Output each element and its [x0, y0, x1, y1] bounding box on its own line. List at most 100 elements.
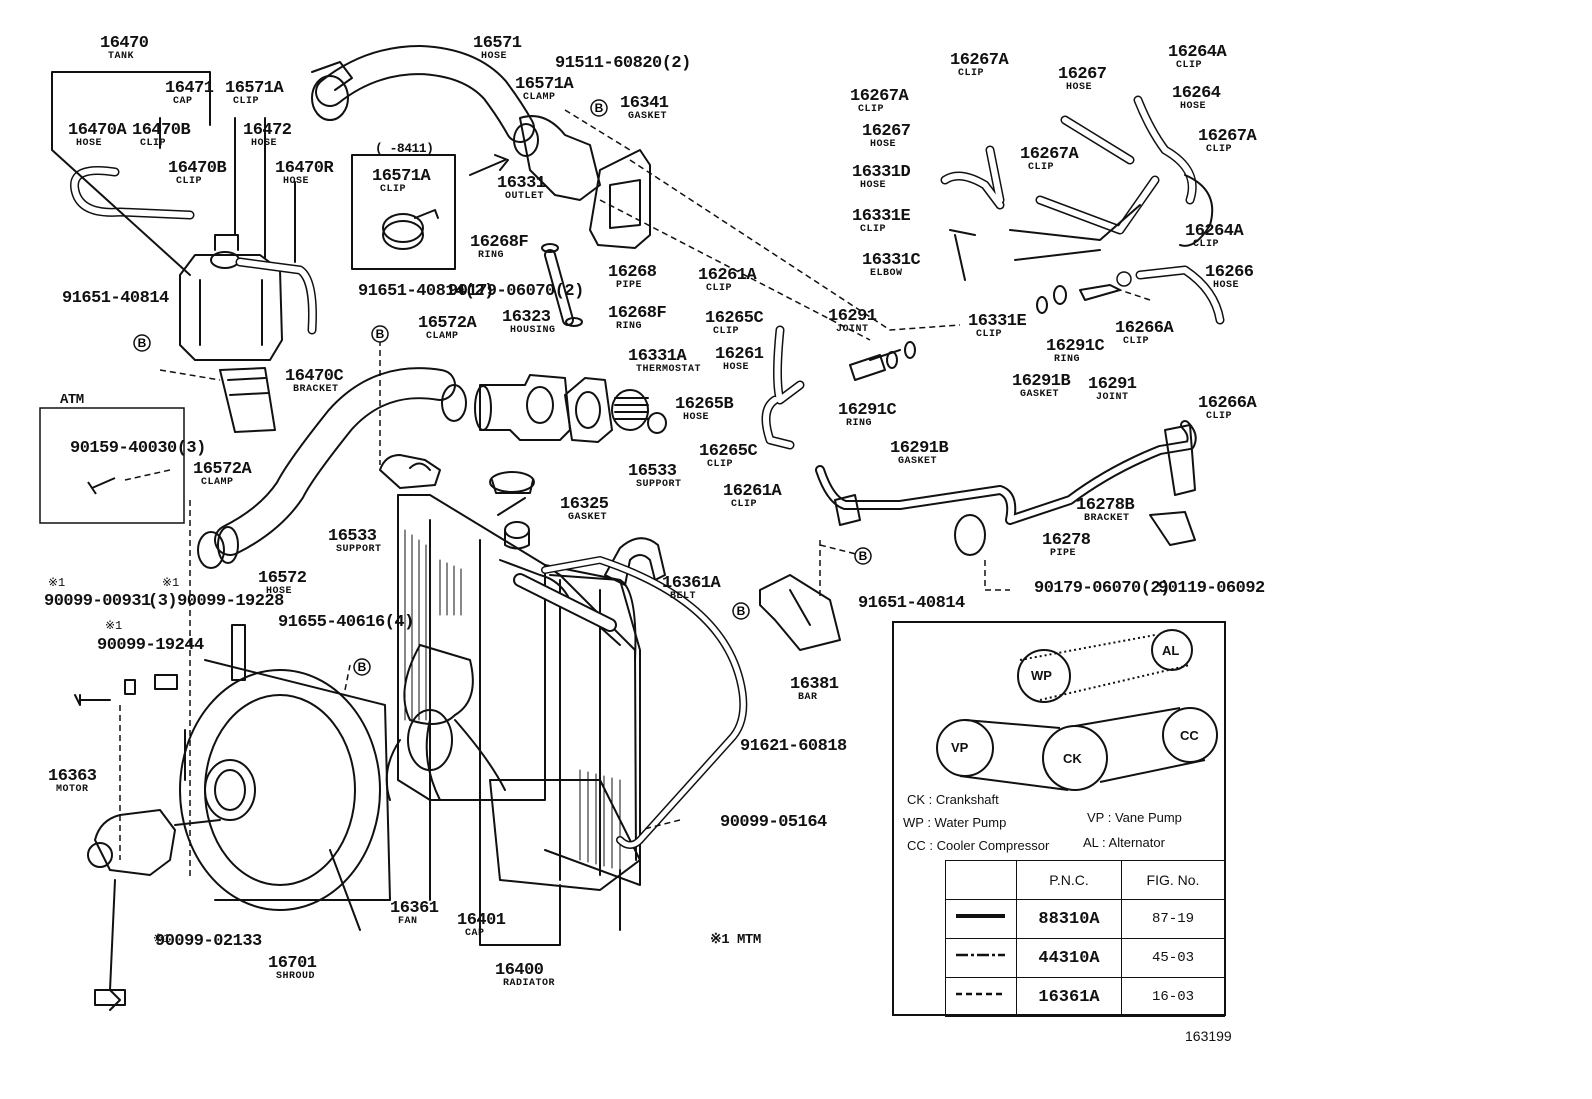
part-number: 16264A — [1185, 222, 1244, 241]
pulley-vp: VP — [951, 740, 969, 755]
part-number: 16278 — [1042, 531, 1091, 550]
part-description: CLIP — [1206, 411, 1233, 422]
part-number: 91511-60820(2) — [555, 54, 691, 73]
radiator-fins — [404, 529, 621, 871]
part-number: 16571 — [473, 34, 522, 53]
part-number: 16331D — [852, 163, 911, 182]
part-description: BELT — [670, 591, 697, 602]
part-description: HOSE — [683, 412, 710, 423]
part-description: BAR — [798, 692, 818, 703]
reference-table: P.N.C. FIG. No. 88310A 87-19 44310A 45-0… — [945, 860, 1225, 1017]
ref-marker-3: B — [371, 325, 389, 343]
part-number: (3)90099-19228 — [148, 592, 284, 611]
table-cell-fig: 16-03 — [1121, 977, 1225, 1017]
part-label-90099-00931: 90099-00931 — [44, 593, 151, 610]
part-description: JOINT — [836, 324, 869, 335]
ref-marker-1: B — [133, 334, 151, 352]
ref-marker-7 — [1116, 271, 1132, 287]
part-number: 16331 — [497, 174, 546, 193]
legend-vp: VP : Vane Pump — [1087, 810, 1182, 825]
part-description: HOSE — [870, 139, 897, 150]
part-label-90119-06092: 90119-06092 — [1158, 580, 1265, 597]
part-description: CLIP — [1206, 144, 1233, 155]
table-row: 16361A 16-03 — [945, 977, 1225, 1017]
part-number: 16331E — [852, 207, 911, 226]
part-label-91651-40814: 91651-40814 — [858, 595, 965, 612]
part-description: RADIATOR — [503, 978, 556, 989]
part-description: THERMOSTAT — [636, 364, 702, 375]
part-description: CLIP — [707, 459, 734, 470]
svg-text:B: B — [376, 327, 385, 341]
svg-text:B: B — [138, 336, 147, 350]
part-number: 16325 — [560, 495, 609, 514]
part-number: 91655-40616(4) — [278, 613, 414, 632]
part-description: CLIP — [958, 68, 985, 79]
inset-title: ( -8411) — [375, 141, 434, 156]
part-description: CLIP — [860, 224, 887, 235]
part-number: 16331C — [862, 251, 921, 270]
part-description: HOSE — [1213, 280, 1240, 291]
atm-box-frame — [39, 407, 185, 524]
part-number: 16261A — [723, 482, 782, 501]
part-description: CLIP — [233, 96, 260, 107]
part-number: 16268F — [608, 304, 667, 323]
part-number: 16291B — [1012, 372, 1071, 391]
table-cell-fig: 45-03 — [1121, 938, 1225, 978]
part-label-90179-06070-2-: 90179-06070(2) — [448, 283, 584, 300]
part-description: PIPE — [1050, 548, 1077, 559]
table-row: 88310A 87-19 — [945, 899, 1225, 939]
atm-label: ATM — [60, 392, 84, 408]
part-description: GASKET — [628, 111, 668, 122]
legend-al: AL : Alternator — [1083, 835, 1165, 850]
atm-bolt — [87, 477, 116, 495]
part-description: CLIP — [1176, 60, 1203, 71]
part-number: 16264A — [1168, 43, 1227, 62]
part-number: 16266A — [1115, 319, 1174, 338]
part-description: FAN — [398, 916, 418, 927]
pulley-cc: CC — [1180, 728, 1199, 743]
ref-marker-4: B — [353, 658, 371, 676]
part-number: 90099-02133 — [155, 932, 262, 951]
part-description: CLIP — [713, 326, 740, 337]
part-number: 16470B — [132, 121, 191, 140]
asterisk-mark: ※1 — [48, 576, 66, 590]
ref-marker-5: B — [732, 602, 750, 620]
pulley-ck: CK — [1063, 751, 1082, 766]
part-number: 16470R — [275, 159, 334, 178]
part-number: 16331E — [968, 312, 1027, 331]
pulley-al: AL — [1162, 643, 1180, 658]
part-number: 16291C — [838, 401, 897, 420]
part-description: HOSE — [76, 138, 103, 149]
part-number: 90159-40030(3) — [70, 439, 206, 458]
part-number: 16323 — [502, 308, 551, 327]
part-number: 16267 — [862, 122, 911, 141]
part-number: 16267A — [950, 51, 1009, 70]
part-description: GASKET — [568, 512, 608, 523]
part-number: 90119-06092 — [1158, 579, 1265, 598]
part-description: SUPPORT — [336, 544, 382, 555]
part-number: 16267A — [850, 87, 909, 106]
legend-wp: WP : Water Pump — [903, 815, 1007, 830]
